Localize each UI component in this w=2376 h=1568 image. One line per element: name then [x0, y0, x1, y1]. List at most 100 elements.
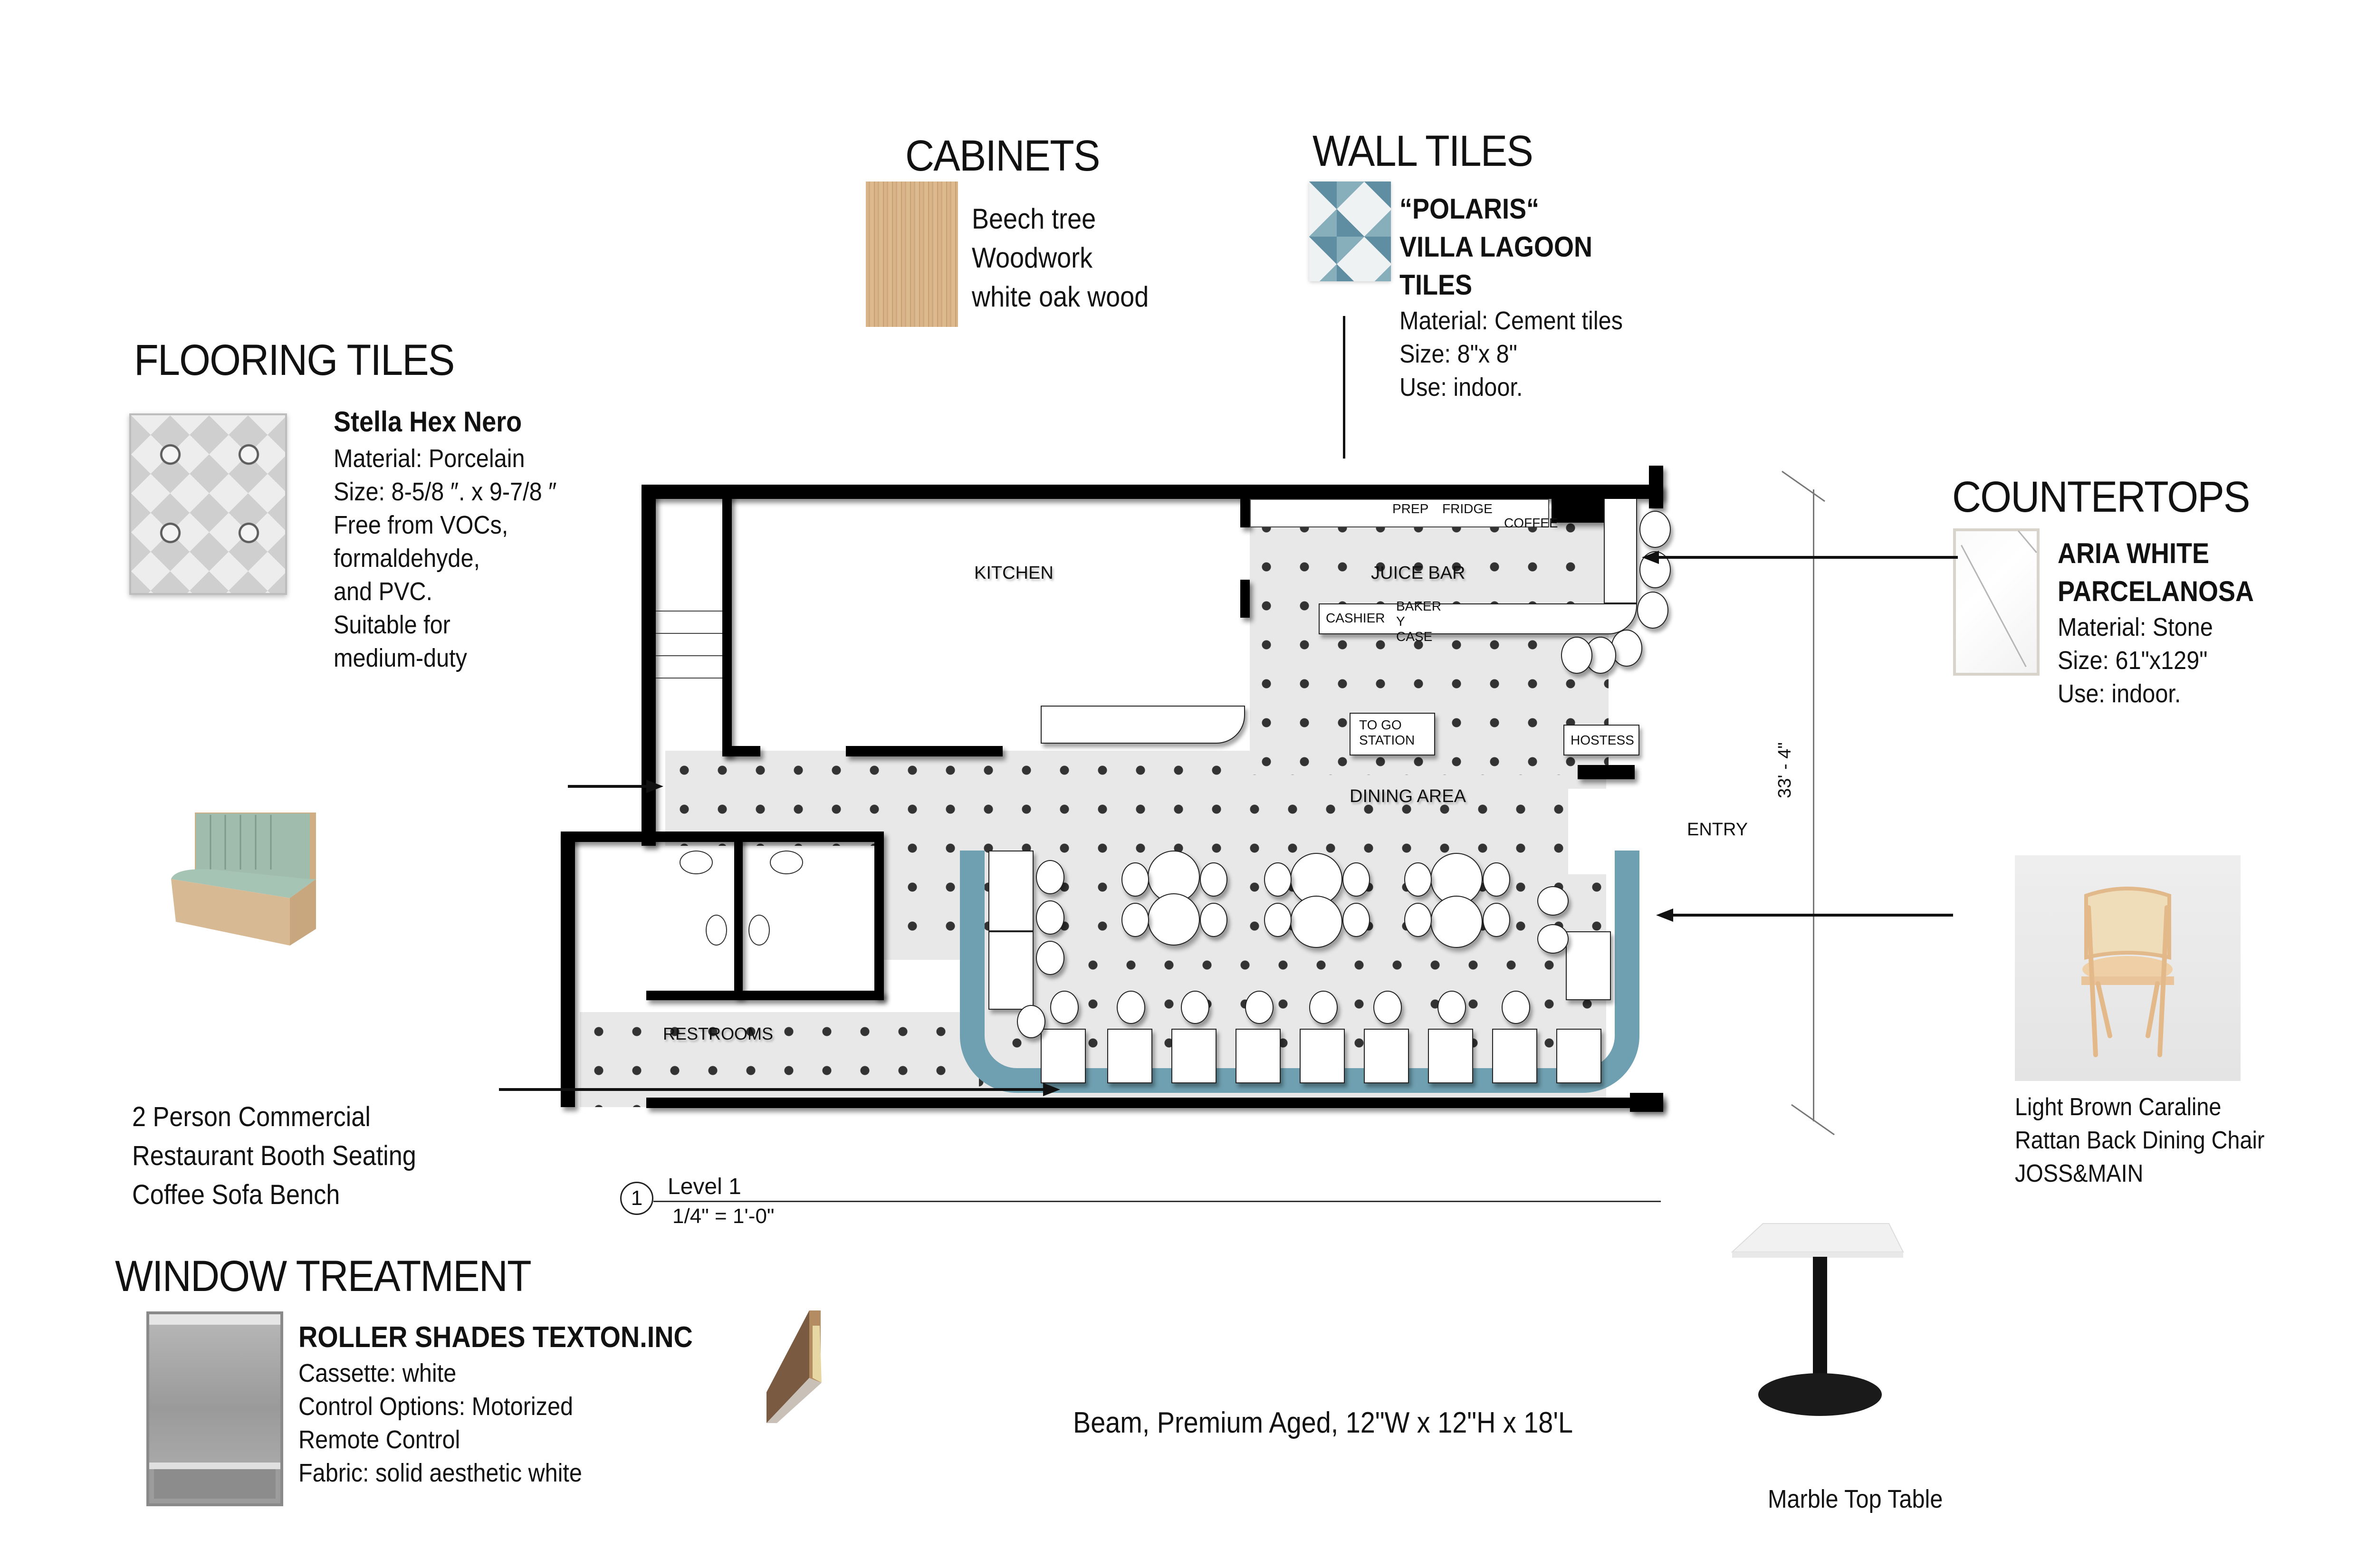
fridge-label: FRIDGE [1442, 501, 1493, 516]
hostess-stand [1563, 725, 1639, 755]
dining-chair [1117, 991, 1145, 1024]
two-top-table [1492, 1029, 1537, 1083]
flooring-tile-swatch [129, 413, 287, 595]
booth-line: Coffee Sofa Bench [132, 1179, 340, 1210]
hostess-label: HOSTESS [1571, 733, 1634, 747]
dimension-line-vertical [1813, 489, 1814, 1121]
stairs [656, 589, 722, 679]
dining-chair [1264, 862, 1292, 897]
marble-table-image [1725, 1216, 1948, 1421]
shade-bottom-bar [149, 1463, 280, 1469]
round-table [1430, 896, 1483, 948]
to-go-line: STATION [1359, 733, 1415, 747]
countertops-spec-line: Size: 61"x129" [2058, 646, 2208, 675]
coffee-label: COFFEE [1504, 516, 1558, 530]
view-name: Level 1 [668, 1174, 741, 1199]
beam-image [763, 1307, 991, 1425]
bar-stool [1611, 630, 1642, 667]
dining-chair [1200, 903, 1227, 937]
wall-tiles-leader-line [1343, 316, 1345, 459]
countertop-marble-swatch [1953, 528, 2040, 676]
window-view [154, 1469, 276, 1499]
wall-kitchen-south-right [846, 746, 1003, 756]
chair-leader-line [1668, 914, 1953, 917]
booth-leader-arrowhead [1043, 1083, 1060, 1096]
marble-table-description: Marble Top Table [1768, 1485, 1943, 1513]
banquette-table [1566, 931, 1611, 1000]
chair-line: Rattan Back Dining Chair [2015, 1127, 2265, 1154]
to-go-station [1350, 713, 1435, 755]
flooring-spec-line: Size: 8-5/8 ″. x 9-7/8 ″ [334, 478, 557, 506]
bakery-line: Y [1396, 614, 1405, 629]
chair-description: Light Brown Caraline Rattan Back Dining … [2015, 1090, 2292, 1190]
dining-chair [1121, 862, 1149, 897]
window-treatment-spec-line: Fabric: solid aesthetic white [298, 1459, 582, 1487]
two-top-table [1171, 1029, 1217, 1083]
wall-kitchen-east-lower [1240, 580, 1250, 618]
countertops-name-line: ARIA WHITE [2058, 537, 2209, 569]
bakery-line: BAKER [1396, 599, 1441, 613]
window-treatment-name: ROLLER SHADES TEXTON.INC [298, 1321, 693, 1354]
wall-east-pillar-bottom [1630, 1093, 1663, 1112]
to-go-label: TO GO STATION [1359, 717, 1415, 748]
booth-bench-icon [171, 813, 316, 946]
toilet-icon [770, 851, 803, 874]
window-treatment-product: ROLLER SHADES TEXTON.INC Cassette: white… [298, 1319, 737, 1490]
dining-chair [1404, 862, 1432, 897]
wall-restroom-south [646, 991, 884, 1000]
bakery-case-label: BAKER Y CASE [1396, 599, 1441, 644]
back-counter [1250, 499, 1549, 527]
two-top-table [1364, 1029, 1409, 1083]
wall-restroom-top [561, 832, 874, 842]
cabinets-spec-line: Woodwork [972, 242, 1093, 274]
wall-north [642, 485, 1663, 499]
wall-stair [722, 485, 732, 755]
dining-chair [1437, 991, 1466, 1024]
flooring-leader-arrowhead [646, 780, 663, 793]
toilet-icon [680, 851, 713, 874]
dining-chair [1036, 860, 1064, 894]
dining-chair [1483, 903, 1510, 937]
dimension-text: 33' - 4" [1775, 742, 1795, 798]
two-top-table [1300, 1029, 1345, 1083]
bakery-line: CASE [1396, 629, 1433, 644]
cabinets-section-title: CABINETS [905, 132, 1100, 180]
window-treatment-spec-line: Control Options: Motorized [298, 1392, 574, 1421]
dining-chair [1036, 941, 1064, 975]
juice-bar-counter-vertical [1604, 499, 1637, 603]
marble-vein [1961, 545, 2027, 668]
view-number-bubble: 1 [620, 1182, 653, 1215]
floor-tile-juice-bar [1247, 508, 1609, 774]
floor-tile-restroom-corridor [580, 1012, 979, 1107]
sink-icon [748, 915, 770, 946]
wall-south [646, 1098, 1663, 1108]
wall-restroom-divider [734, 836, 743, 998]
dining-area-label: DINING AREA [1350, 786, 1466, 806]
kitchen-counter [1041, 706, 1245, 744]
wall-east-pillar-entry [1578, 765, 1635, 779]
flooring-leader-line [568, 785, 649, 788]
prep-label: PREP [1392, 501, 1429, 516]
cabinets-spec-line: white oak wood [972, 281, 1149, 313]
floor-plan: PREP FRIDGE COFFEE CASHIER BAKER Y CASE … [561, 456, 1835, 1140]
booth-leader-line [499, 1088, 1045, 1091]
flooring-spec-line: and PVC. [334, 577, 433, 606]
chair-leader-arrowhead [1656, 908, 1673, 922]
round-table [1148, 893, 1200, 946]
marble-table-icon [1731, 1223, 1904, 1416]
view-scale: 1/4" = 1'-0" [672, 1205, 775, 1228]
window-treatment-spec-line: Cassette: white [298, 1359, 457, 1387]
countertops-section-title: COUNTERTOPS [1952, 473, 2250, 521]
wall-tiles-spec-line: Size: 8"x 8" [1399, 340, 1517, 368]
flooring-specs: Material: Porcelain Size: 8-5/8 ″. x 9-7… [334, 442, 581, 675]
flooring-spec-line: Suitable for [334, 611, 450, 639]
booth-line: Restaurant Booth Seating [132, 1140, 416, 1171]
dining-chair [1245, 991, 1274, 1024]
wall-tile-swatch [1309, 182, 1391, 281]
wall-west-lower [561, 832, 575, 1107]
bar-stool [1561, 637, 1592, 674]
dining-chair [1017, 1005, 1045, 1038]
shade-fabric [149, 1325, 280, 1463]
cashier-label: CASHIER [1326, 611, 1385, 625]
dining-chair [1373, 991, 1402, 1024]
